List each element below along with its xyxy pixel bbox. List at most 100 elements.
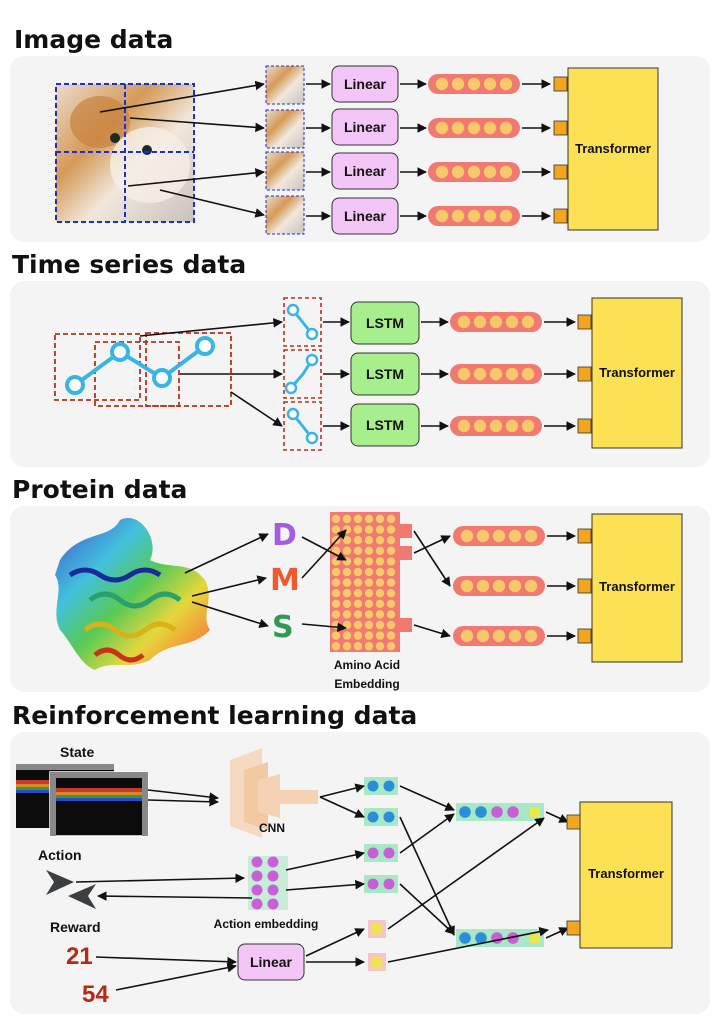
embedding-label: Amino Acid (334, 658, 400, 672)
window-box (54, 333, 141, 401)
rl-token-dot (367, 847, 379, 859)
token-dot (460, 579, 474, 593)
token-dot (435, 121, 449, 135)
section-title: Time series data (12, 250, 246, 279)
rl-combined-dot (491, 932, 503, 944)
token-dot (489, 419, 503, 433)
reward-value: 54 (82, 981, 109, 1008)
linear-box (331, 108, 399, 146)
section-image: Image data Linear (10, 25, 710, 242)
action-embedding-grid (248, 856, 288, 910)
embedding-dot (342, 631, 352, 640)
token-dot (451, 209, 465, 223)
rl-token-dot (383, 780, 395, 792)
transformer-label: Transformer (588, 866, 664, 881)
token-dot (499, 165, 513, 179)
rl-token-dot (367, 780, 379, 792)
lstm-box (350, 301, 420, 345)
embedding-dot (342, 610, 352, 619)
embedding-dot (364, 536, 374, 545)
patch-thumbnails (265, 65, 305, 235)
rl-token-dot (367, 878, 379, 890)
section-title: Reinforcement learning data (12, 701, 417, 730)
token-dot (460, 629, 474, 643)
transformer-port (566, 920, 581, 936)
embedding-dot (331, 610, 341, 619)
embedding-dot (331, 642, 341, 651)
token-dot (451, 121, 465, 135)
reward-value: 21 (66, 943, 93, 970)
transformer-port (566, 814, 581, 830)
transformer-port (553, 208, 568, 224)
rl-combined-dot (475, 932, 487, 944)
embedding-dot (375, 546, 385, 555)
action-embedding-dot (251, 870, 263, 882)
token-dot (505, 367, 519, 381)
embedding-dot (353, 557, 363, 566)
token-sequence (450, 416, 542, 436)
embedding-dot (375, 557, 385, 566)
token-dot (499, 121, 513, 135)
embedding-dot (386, 567, 396, 577)
linear-box (331, 65, 399, 103)
embedding-dot (386, 546, 396, 555)
action-embedding-dot (267, 856, 279, 868)
token-sequences (450, 312, 542, 436)
embedding-dot (375, 599, 385, 608)
token-dot (524, 529, 538, 543)
embedding-dot (375, 567, 385, 577)
token-dot (489, 367, 503, 381)
token-dot (460, 529, 474, 543)
embedding-dot (331, 514, 341, 524)
embedding-dot (364, 599, 374, 608)
transformer-port (577, 578, 592, 594)
section-time-series: Time series data (10, 250, 710, 467)
patch-thumbnail (265, 109, 305, 149)
embedding-dot (364, 567, 374, 577)
linear-label: Linear (344, 163, 387, 179)
lstm-box (350, 403, 420, 447)
patch-thumbnail (265, 195, 305, 235)
rl-token-dot (383, 847, 395, 859)
section-rl: Reinforcement learning data State Action… (10, 701, 710, 1014)
embedding-dot (331, 589, 341, 598)
embedding-dot (386, 620, 396, 630)
token-sequence (428, 74, 520, 94)
token-sequence (450, 312, 542, 332)
token-dot (457, 315, 471, 329)
window-box (94, 341, 180, 407)
transformer-ports (577, 528, 592, 644)
embedding-dot (386, 631, 396, 640)
embedding-dot (331, 599, 341, 608)
token-dot (521, 419, 535, 433)
rl-token-dot (372, 924, 382, 934)
embedding-dot (375, 578, 385, 587)
token-dot (508, 579, 522, 593)
token-dot (489, 315, 503, 329)
section-title: Protein data (12, 475, 187, 504)
embedding-dot (364, 525, 374, 534)
action-right-icon (46, 870, 74, 895)
embedding-dot (375, 610, 385, 619)
lstm-label: LSTM (366, 417, 404, 433)
series-point (110, 342, 130, 362)
action-embedding-dot (267, 870, 279, 882)
transformer-label: Transformer (575, 141, 651, 156)
token-dot (476, 629, 490, 643)
token-dot (435, 77, 449, 91)
amino-letter-m: M (270, 563, 300, 598)
token-dot (492, 629, 506, 643)
transformer-ports (566, 814, 581, 936)
embedding-dot (375, 642, 385, 651)
token-dot (492, 529, 506, 543)
token-dot (467, 165, 481, 179)
cat-image (55, 83, 195, 223)
linear-label: Linear (344, 208, 387, 224)
transformer-port (577, 418, 592, 434)
transformer-port (577, 628, 592, 644)
lstm-box (350, 352, 420, 396)
linear-label: Linear (250, 954, 293, 970)
reward-label: Reward (50, 919, 101, 935)
embedding-dot (386, 610, 396, 619)
transformer-label: Transformer (599, 365, 675, 380)
